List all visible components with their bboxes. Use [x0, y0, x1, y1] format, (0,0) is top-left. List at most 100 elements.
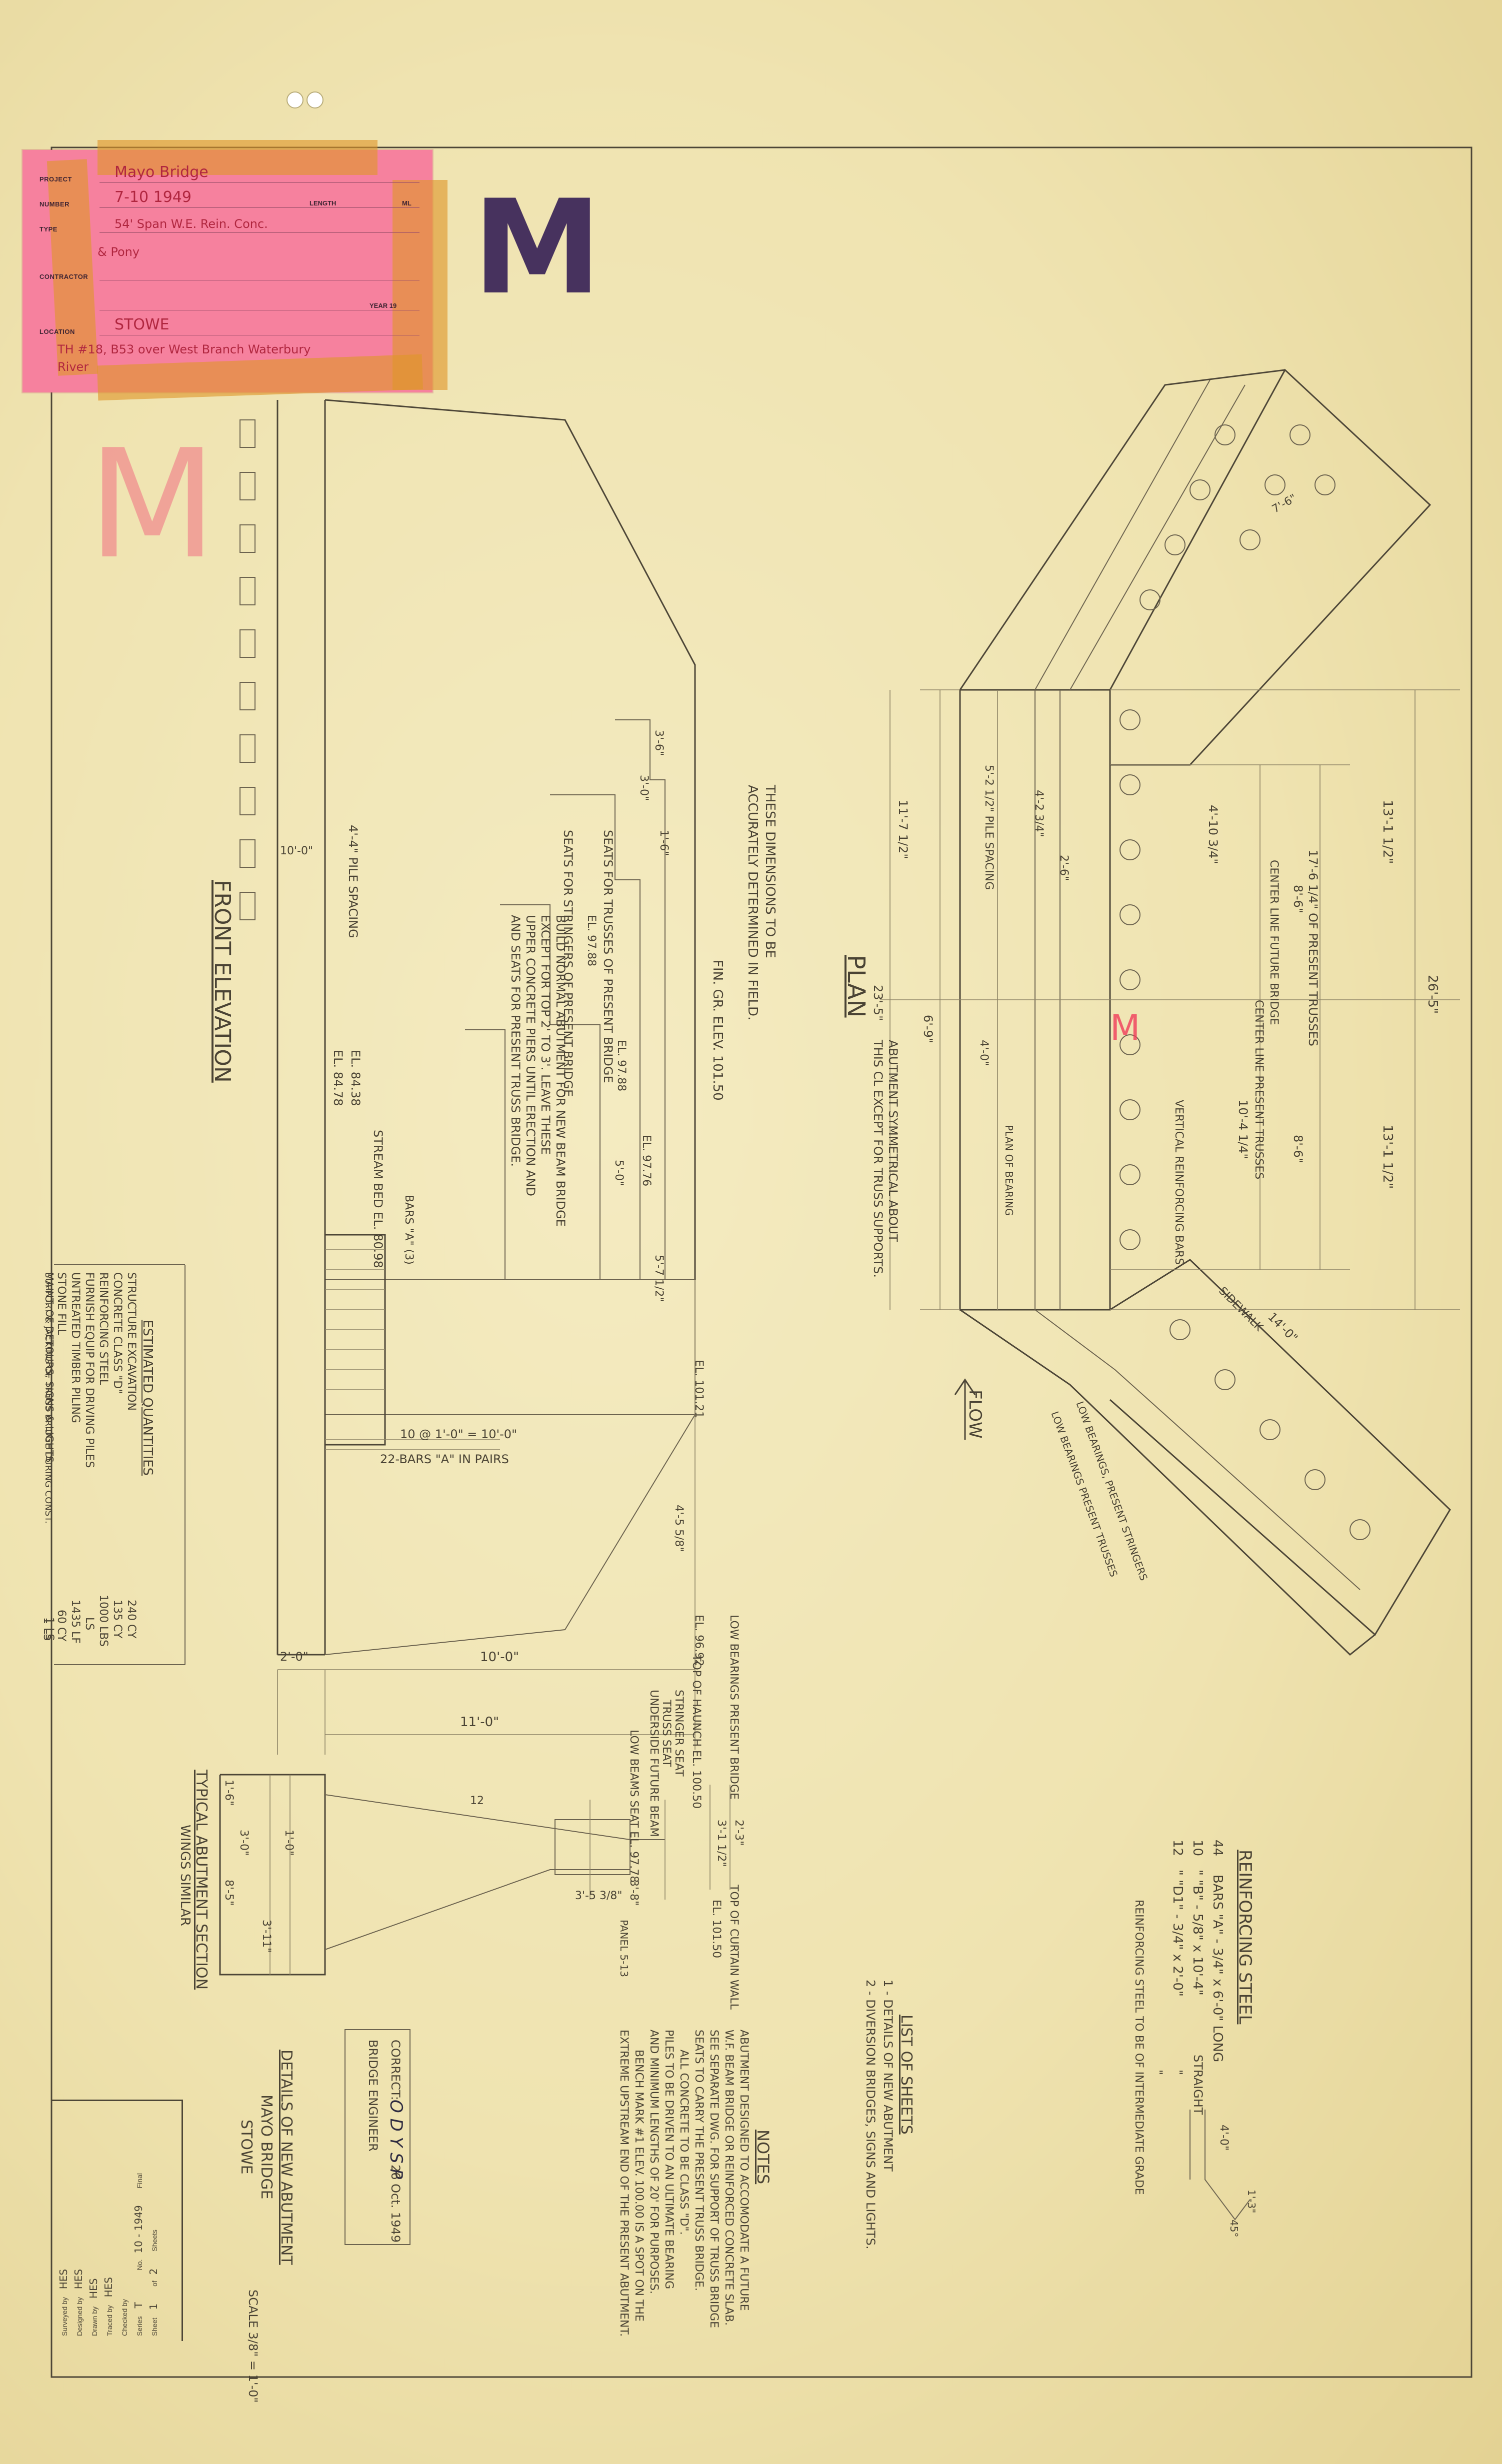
- pile-spacing-elev: 4'-4" PILE SPACING: [346, 825, 360, 938]
- card-row-project: PROJECT Mayo Bridge: [40, 160, 420, 187]
- pencil-m-mark: M: [472, 172, 602, 323]
- d-1045: 10'-4 1/4": [1236, 1100, 1250, 1159]
- qty-row-3-item: FURNISH EQUIP FOR DRIVING PILES: [83, 1272, 96, 1468]
- stream-bed: STREAM BED EL. 80.98: [371, 1130, 385, 1268]
- location-label: LOCATION: [40, 328, 75, 335]
- section-dim-10: PANEL 5-13: [618, 1920, 630, 1977]
- length-label: LENGTH: [310, 199, 336, 207]
- approval-role: BRIDGE ENGINEER: [366, 2040, 380, 2152]
- typical-abutment-section: [219, 1774, 730, 1976]
- tb-surveyed: Surveyed by HES: [58, 2269, 70, 2336]
- card-row-number: NUMBER 7-10 1949 LENGTH ML: [40, 185, 420, 212]
- center-line-bridge: CENTER LINE FUTURE BRIDGE: [1268, 860, 1280, 1025]
- bend-b: 1'-3": [1246, 2190, 1258, 2214]
- d-8-6: 8'-6": [1291, 1135, 1305, 1163]
- approval-date: 26 Oct. 1949: [388, 2165, 402, 2243]
- section-dim-6: 12: [470, 1795, 484, 1807]
- plan-title: PLAN: [842, 955, 870, 1018]
- type-label: TYPE: [40, 225, 58, 233]
- project-value: Mayo Bridge: [114, 163, 208, 181]
- front-elevation-title: FRONT ELEVATION: [210, 880, 235, 1083]
- bend-a: 4'-0": [1218, 2125, 1230, 2151]
- qty-row-4-item: UNTREATED TIMBER PILING: [69, 1272, 82, 1423]
- section-dim-2: 8'-5": [222, 1880, 235, 1906]
- number-value: 7-10 1949: [114, 188, 192, 206]
- bearing-rect: PLAN OF BEARING: [1003, 1125, 1015, 1216]
- contractor-label: CONTRACTOR: [40, 273, 88, 280]
- d-11-0: 11'-0": [460, 1715, 500, 1730]
- elev-note-2: SEATS FOR TRUSSES OF PRESENT BRIDGE: [601, 830, 615, 1083]
- spacing-dim: 10 @ 1'-0" = 10'-0": [400, 1427, 518, 1441]
- card-row-contractor: CONTRACTOR: [40, 257, 420, 284]
- reinf-note: REINFORCING STEEL TO BE OF INTERMEDIATE …: [1132, 1900, 1145, 2195]
- reinf-row-0-qty: 44: [1210, 1840, 1225, 1857]
- title-line2: MAYO BRIDGE: [258, 2095, 275, 2200]
- number-label: NUMBER: [40, 200, 70, 208]
- section-dim-8: 3'-1 1/2": [715, 1820, 728, 1867]
- notes-line-4: ALL CONCRETE TO BE CLASS "D".: [678, 2050, 690, 2235]
- red-m-mark: M: [88, 417, 217, 592]
- approval-box-frame: [344, 2029, 410, 2245]
- section-dim-1: 3'-0": [238, 1830, 250, 1856]
- ml-label: ML: [402, 199, 412, 207]
- fin-gr: FIN. GR. ELEV. 101.50: [710, 960, 725, 1101]
- section-note-3: TRUSS SEAT: [660, 1700, 672, 1767]
- reinf-row-1-shape: ": [1171, 2070, 1185, 2076]
- elev-note-5: EXCEPT FOR TOP 2' TO 3'. LEAVE THESE: [538, 915, 552, 1155]
- bars-pairs-dim: 22-BARS "A" IN PAIRS: [380, 1452, 509, 1466]
- wings-similar: WINGS SIMILAR: [178, 1825, 192, 1926]
- pile-spacing-plan: 5'-2 1/2" PILE SPACING: [982, 765, 995, 890]
- reinf-row-1-desc: " "B" - 5/8" x 10'-4": [1190, 1870, 1205, 1996]
- d-2-6: 2'-6": [1058, 855, 1070, 881]
- punch-hole-left: [286, 91, 304, 108]
- elev-note-1: ACCURATELY DETERMINED IN FIELD.: [745, 785, 760, 1021]
- d-4-5: 4'-5 5/8": [672, 1505, 685, 1552]
- elev-note-4: BUILD NORMAL ABUTMENT FOR NEW BEAM BRIDG…: [554, 915, 568, 1227]
- section-note-2: STRINGER SEAT: [672, 1690, 685, 1777]
- card-row-year: YEAR 19: [40, 287, 420, 314]
- d-4-0: 4'-0": [978, 1040, 990, 1066]
- total-width: 26'-5": [1425, 975, 1440, 1014]
- wing-right: 13'-1 1/2": [1380, 1125, 1395, 1189]
- elev-note-7: AND SEATS FOR PRESENT TRUSS BRIDGE.: [508, 915, 522, 1167]
- qty-row-4-value: 1435 LF: [69, 1600, 82, 1644]
- vertical-note: VERTICAL REINFORCING BARS: [1172, 1100, 1185, 1265]
- flow-label: FLOW: [965, 1390, 985, 1439]
- reinf-row-2-qty: 12: [1170, 1840, 1185, 1857]
- d-10-top: 10'-0": [280, 845, 314, 857]
- d-5-0: 5'-0": [612, 1160, 625, 1186]
- small-red-m-mark: M: [1110, 1007, 1140, 1048]
- tb-drawn: Drawn by HES: [88, 2278, 100, 2336]
- qty-row-3-value: LS: [83, 1617, 96, 1631]
- approval-label: CORRECT:: [388, 2040, 402, 2101]
- reinf-row-0-desc: BARS "A" - 3/4" x 6'-0" LONG: [1210, 1875, 1225, 2063]
- tb-series: Series T No. 10 - 1949 Final: [132, 2173, 144, 2336]
- type-value: 54' Span W.E. Rein. Conc.: [114, 217, 268, 231]
- card-row-location: LOCATION STOWE: [40, 312, 420, 339]
- d-10-0: 10'-0": [480, 1650, 520, 1665]
- project-card: PROJECT Mayo Bridge NUMBER 7-10 1949 LEN…: [22, 140, 448, 401]
- tb-sheet: Sheet 1 of 2 Sheets: [148, 2230, 160, 2336]
- d-4-2: 4'-2 3/4": [1032, 790, 1045, 837]
- tb-traced: Traced by HES: [102, 2277, 114, 2336]
- section-dim-7: 2'-3": [732, 1820, 745, 1846]
- tb-checked: Checked by: [120, 2299, 128, 2336]
- qty-row-0-value: 240 CY: [125, 1600, 138, 1639]
- d-3-6: 3'-6": [652, 730, 665, 756]
- section-note-7: EL. 101.50: [710, 1900, 722, 1959]
- notes-line-2: SEE SEPARATE DWG. FOR SUPPORT OF TRUSS B…: [708, 2030, 720, 2329]
- d-85: 8'-6": [1291, 885, 1305, 913]
- reinforcing-title: REINFORCING STEEL: [1235, 1850, 1255, 2025]
- qty-row-2-value: 1000 LBS: [97, 1595, 110, 1647]
- qty-row-1-item: CONCRETE CLASS "D": [111, 1272, 124, 1394]
- d-5-75: 5'-7 1/2": [652, 1255, 665, 1302]
- notes-line-7: BENCH MARK #1 ELEV. 100.00 IS A SPOT ON …: [632, 2050, 645, 2322]
- section-note-5: LOW BEAMS SEAT EL. 97.78: [628, 1730, 640, 1883]
- title-line1: DETAILS OF NEW ABUTMENT: [278, 2050, 295, 2265]
- location-value-line3: River: [58, 360, 89, 374]
- wing-left: 13'-1 1/2": [1380, 800, 1395, 864]
- location-value-line2: TH #18, B53 over West Branch Waterbury: [58, 342, 311, 356]
- bend-angle: 45°: [1228, 2220, 1240, 2238]
